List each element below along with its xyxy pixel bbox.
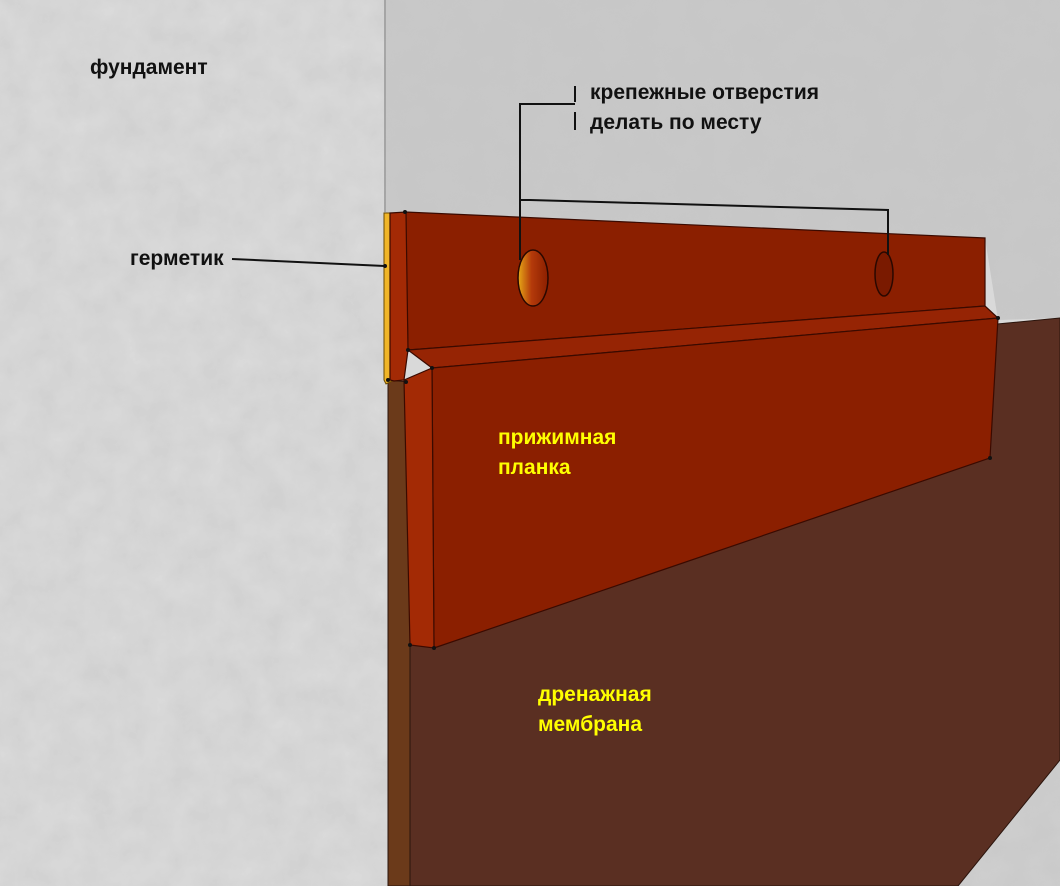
sealant-leader-line (231, 258, 386, 267)
clamp-strip-label-line2: планка (498, 456, 571, 479)
clamp-strip-label: прижимная планка (498, 423, 616, 483)
drain-membrane-edge (387, 379, 411, 886)
clamp-strip-back-edge (389, 211, 409, 382)
mounting-holes-label: крепежные отверстия делать по месту (590, 78, 819, 138)
mounting-holes-label-line2: делать по месту (590, 111, 762, 134)
mounting-hole-right (874, 251, 894, 297)
vertex-dots (383, 210, 1000, 650)
drain-membrane-label: дренажная мембрана (538, 680, 652, 740)
sealant-label: герметик (130, 247, 224, 270)
mounting-hole-left (517, 249, 549, 307)
mounting-holes-label-line1: крепежные отверстия (590, 81, 819, 104)
clamp-strip-label-line1: прижимная (498, 426, 617, 449)
drain-membrane-label-line1: дренажная (538, 683, 652, 706)
foundation-back-face (384, 0, 1060, 320)
holes-leader-lines (519, 86, 889, 260)
drain-membrane-label-line2: мембрана (538, 713, 643, 736)
foundation-wall-face (0, 0, 388, 886)
foundation-label: фундамент (90, 56, 208, 79)
